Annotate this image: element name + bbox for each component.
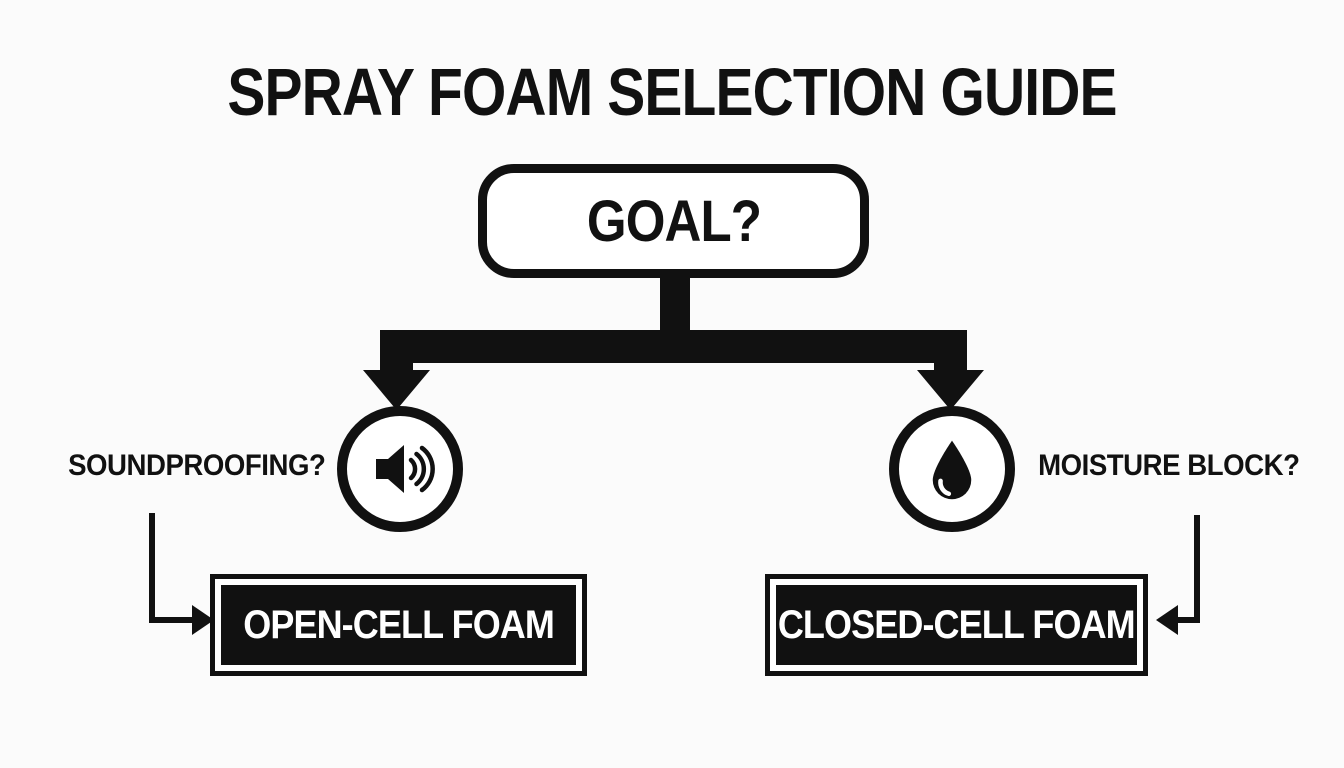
closed-cell-foam-label: CLOSED-CELL FOAM (778, 602, 1136, 647)
open-cell-foam-box: OPEN-CELL FOAM (210, 574, 587, 676)
left-elbow-arrow (149, 513, 214, 635)
left-branch-arrowhead (363, 370, 430, 410)
open-cell-foam-label: OPEN-CELL FOAM (243, 602, 555, 647)
closed-cell-foam-inner: CLOSED-CELL FOAM (776, 585, 1137, 665)
branch-connector (363, 276, 984, 410)
right-question-label: MOISTURE BLOCK? (1038, 449, 1300, 482)
page-title: SPRAY FOAM SELECTION GUIDE (227, 55, 1117, 130)
right-elbow-arrow (1156, 515, 1200, 635)
right-branch-arrowhead (917, 370, 984, 410)
goal-node-label: GOAL? (586, 188, 761, 254)
closed-cell-foam-box: CLOSED-CELL FOAM (765, 574, 1148, 676)
open-cell-foam-inner: OPEN-CELL FOAM (221, 585, 576, 665)
speaker-icon (376, 445, 435, 493)
left-question-label: SOUNDPROOFING? (68, 449, 326, 482)
goal-node: GOAL? (478, 164, 869, 278)
soundproofing-circle (337, 406, 463, 532)
water-drop-icon (932, 440, 972, 500)
moisture-circle (889, 406, 1015, 532)
